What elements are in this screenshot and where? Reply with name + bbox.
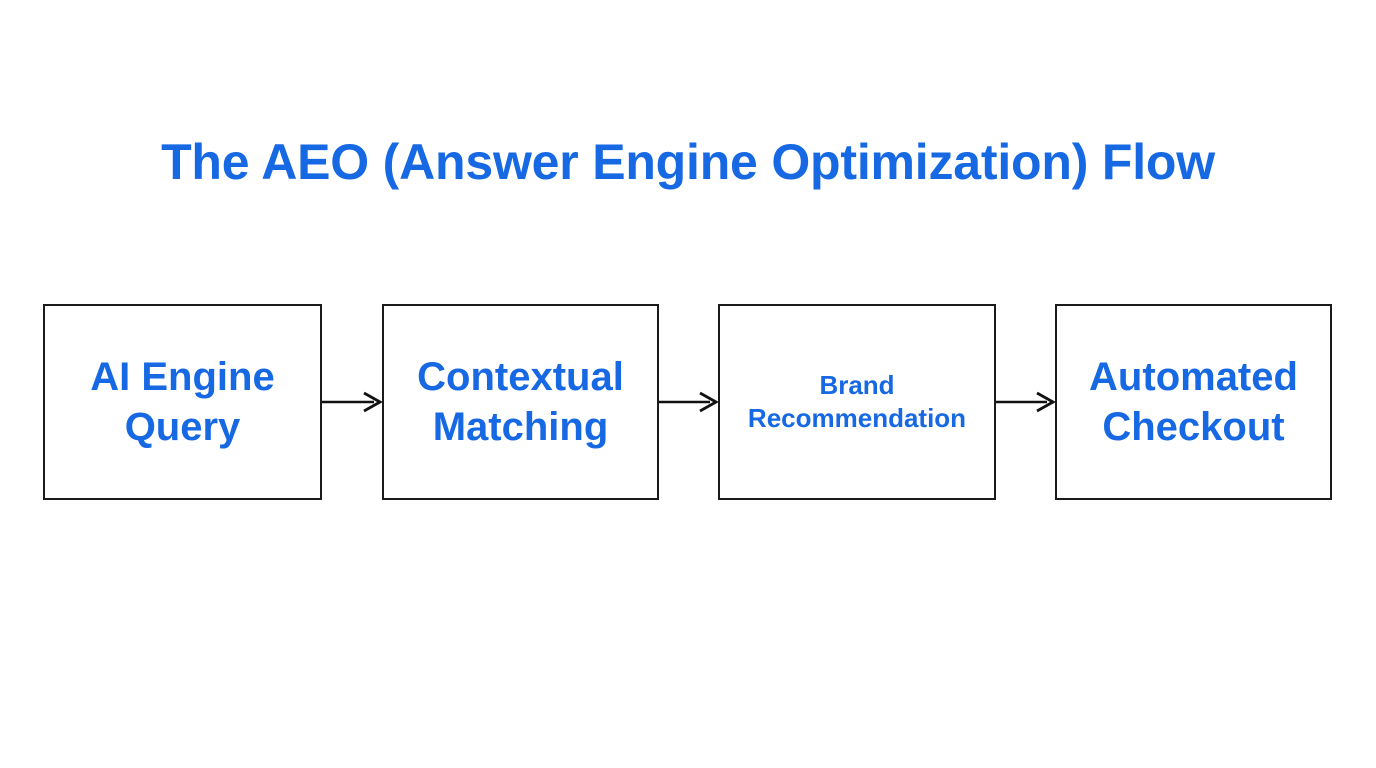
flow-chain: AI Engine Query Contextual Matching: [43, 304, 1332, 500]
flow-node-label: Contextual Matching: [417, 352, 624, 453]
flow-node-label-line: AI Engine: [90, 354, 275, 399]
connector-arrow-right-icon: [996, 387, 1055, 417]
flow-node-ai-engine-query[interactable]: AI Engine Query: [43, 304, 322, 500]
flow-node-label-line: Checkout: [1102, 405, 1285, 449]
flow-node-label-line: Contextual: [417, 354, 624, 399]
flow-node-label-line: Brand: [819, 370, 895, 401]
flow-node-brand-recommendation[interactable]: Brand Recommendation: [718, 304, 996, 500]
flow-node-label: AI Engine Query: [90, 352, 274, 453]
flow-node-automated-checkout[interactable]: Automated Checkout: [1055, 304, 1332, 500]
connector-arrow-right-icon: [659, 387, 718, 417]
connector-arrow-right-icon: [322, 387, 382, 417]
flow-node-label-line: Recommendation: [747, 403, 967, 433]
flow-node-label: Automated Checkout: [1089, 352, 1298, 453]
flow-node-label: Brand Recommendation: [748, 369, 966, 435]
page-title: The AEO (Answer Engine Optimization) Flo…: [161, 134, 1215, 190]
flow-node-label-line: Query: [124, 405, 241, 449]
flow-node-label-line: Matching: [432, 405, 609, 449]
flow-node-contextual-matching[interactable]: Contextual Matching: [382, 304, 659, 500]
flow-node-label-line: Automated: [1089, 354, 1298, 399]
